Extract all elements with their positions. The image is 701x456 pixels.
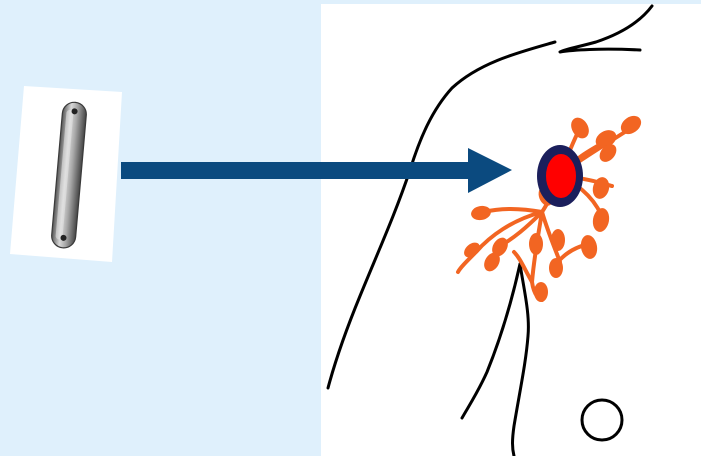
target-node-icon	[537, 145, 583, 207]
seed-photo	[10, 86, 122, 262]
body-panel	[321, 4, 701, 456]
